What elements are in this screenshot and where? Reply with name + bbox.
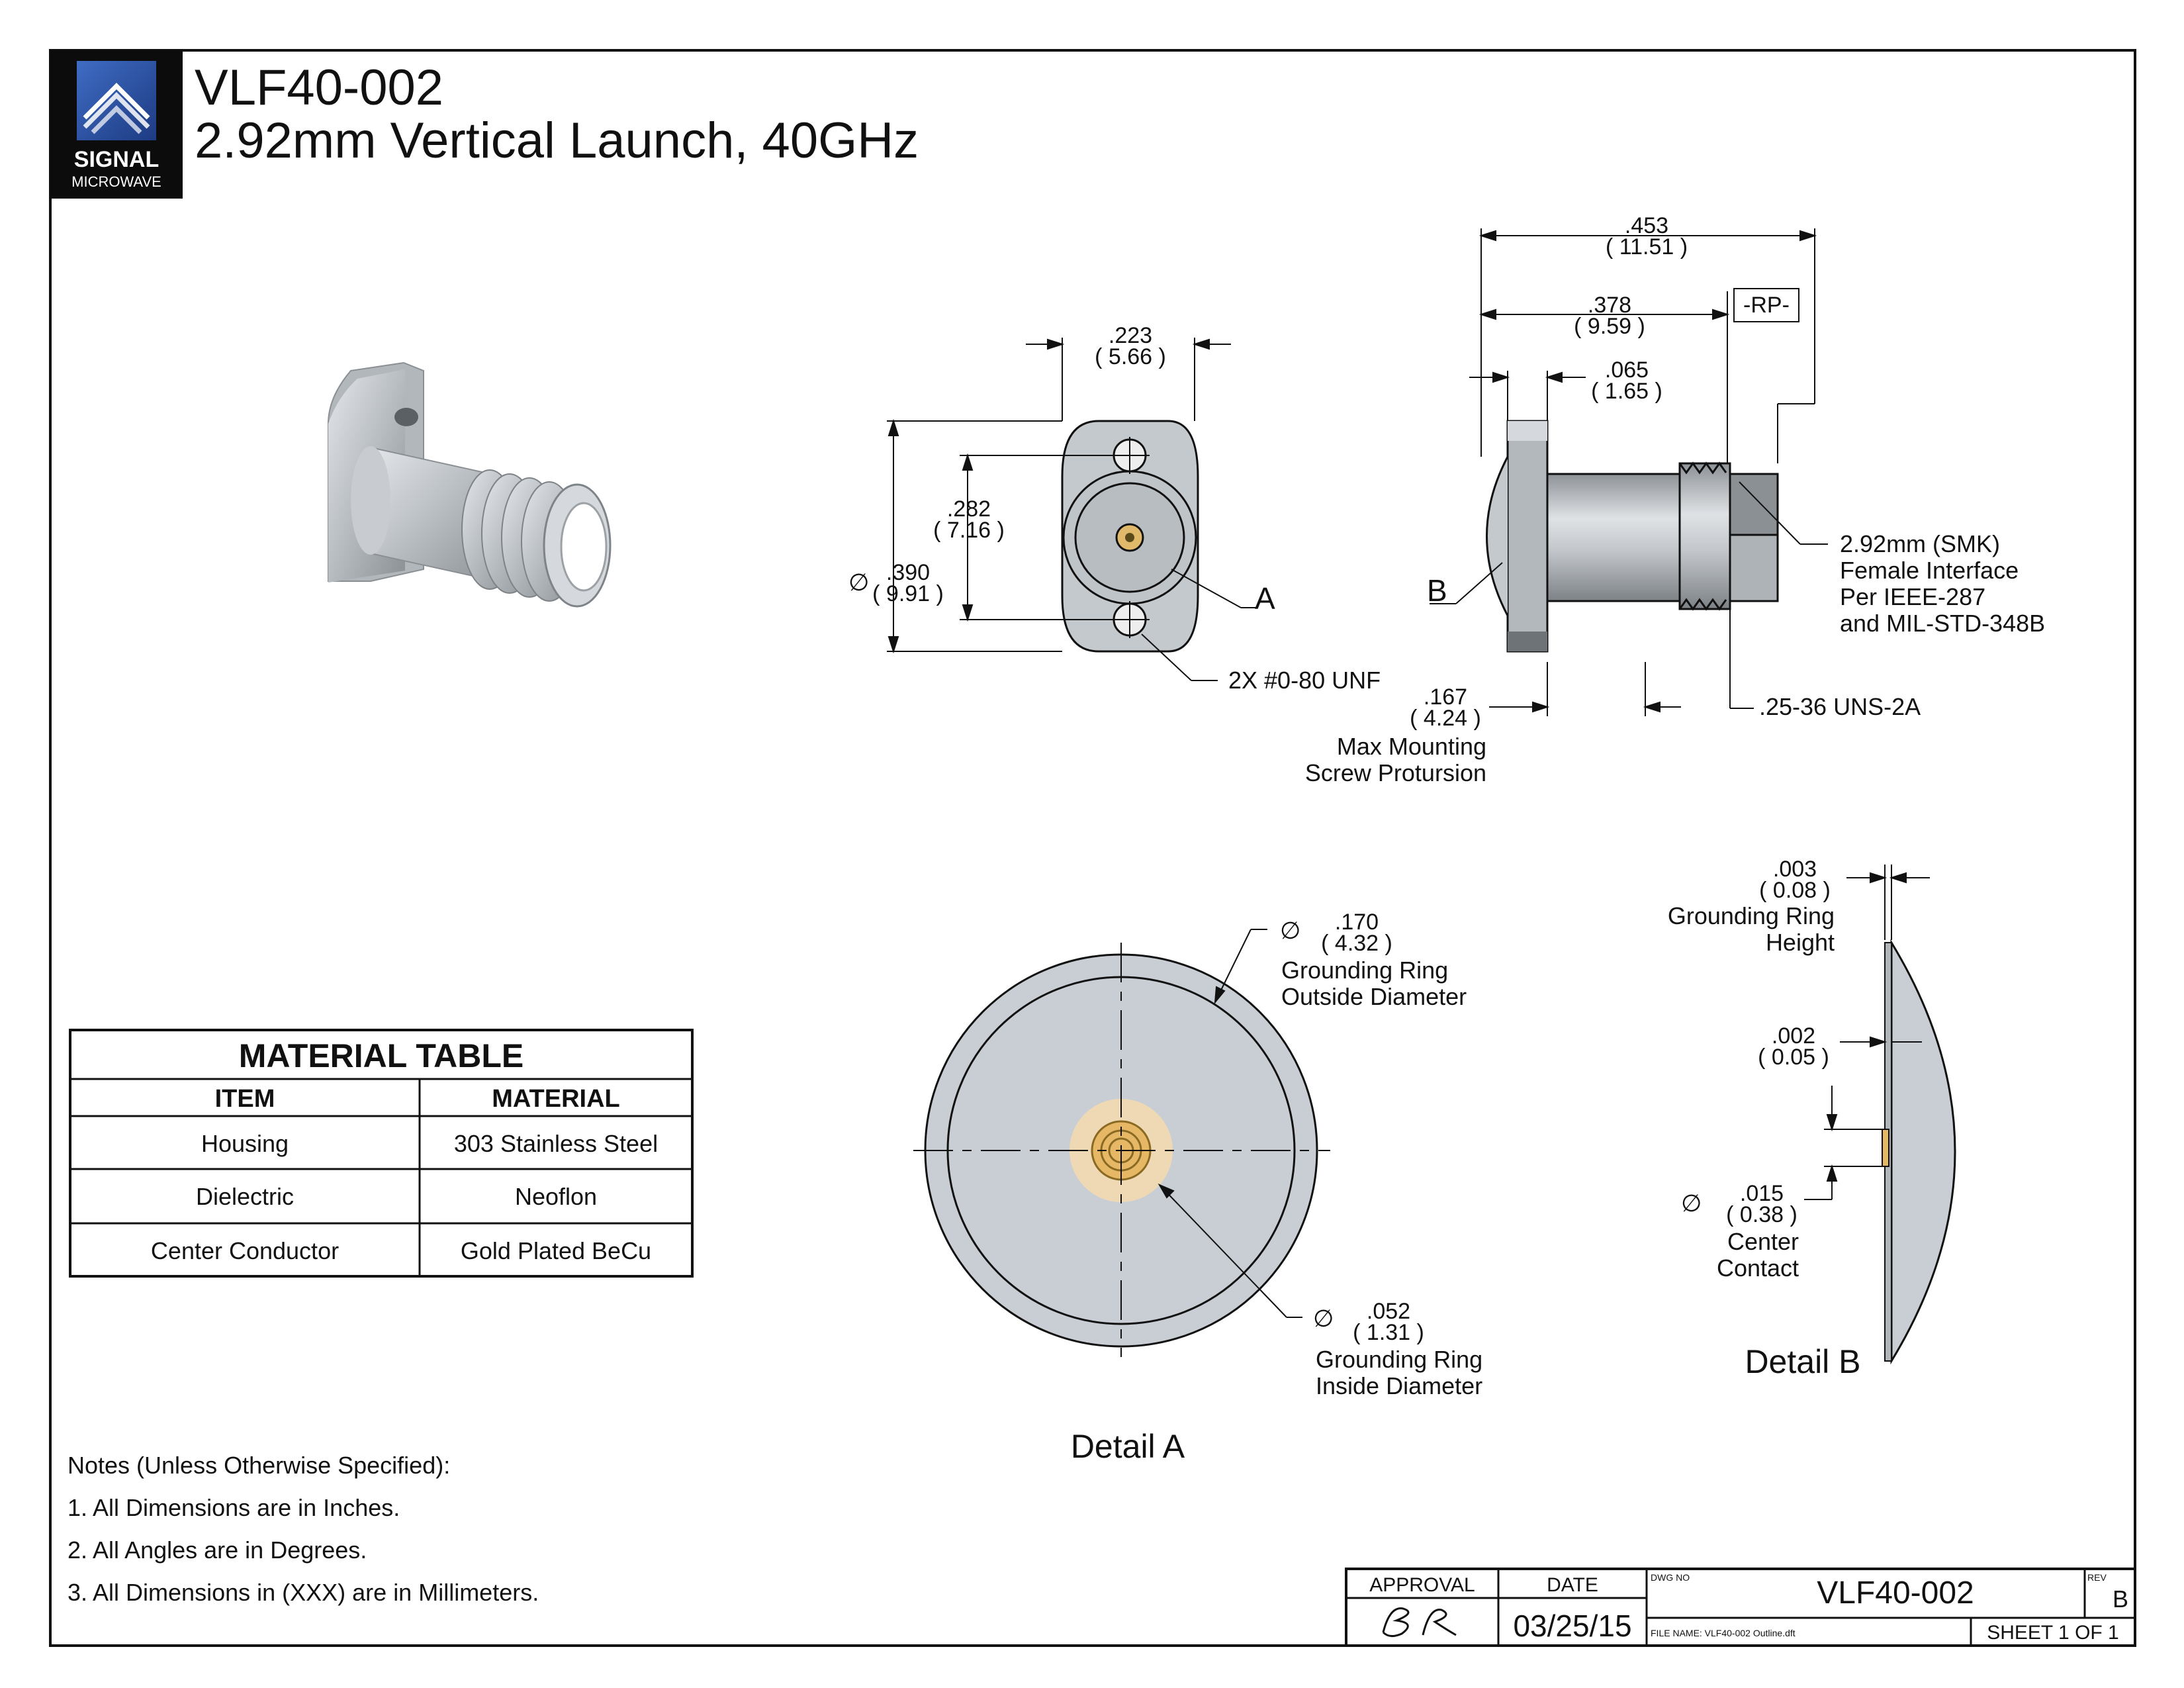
- detail-a-inner-label-1: Grounding Ring: [1316, 1346, 1482, 1373]
- file-name: FILE NAME: VLF40-002 Outline.dft: [1651, 1628, 1796, 1638]
- thread-note: .25-36 UNS-2A: [1759, 693, 1921, 720]
- detail-a-view: [913, 943, 1330, 1357]
- detail-a-outer-label-2: Outside Diameter: [1281, 983, 1467, 1010]
- front-width-mm: ( 5.66 ): [1095, 344, 1166, 369]
- datum-box: [1733, 288, 1799, 322]
- side-screw-in: .167: [1424, 684, 1467, 710]
- approval-label: APPROVAL: [1369, 1574, 1475, 1596]
- part-number-title: VLF40-002: [195, 60, 443, 116]
- datum-label: -RP-: [1743, 293, 1790, 318]
- detail-b-contact-label-2: Contact: [1717, 1254, 1799, 1282]
- dwg-no-value: VLF40-002: [1817, 1575, 1974, 1611]
- detail-a-outer-label-1: Grounding Ring: [1281, 957, 1448, 984]
- signal-microwave-logo: SIGNAL MICROWAVE: [50, 50, 183, 199]
- side-view: [1486, 420, 1779, 653]
- side-flange-mm: ( 1.65 ): [1591, 379, 1662, 404]
- diameter-symbol: ∅: [848, 569, 869, 596]
- interface-note-4: and MIL-STD-348B: [1840, 610, 2045, 637]
- detail-a-outer-symbol: ∅: [1280, 917, 1300, 944]
- side-ref-mm: ( 9.59 ): [1574, 314, 1645, 339]
- front-view: [1061, 420, 1199, 653]
- dwg-no-label: DWG NO: [1651, 1572, 1690, 1583]
- detail-b-contact-in: .015: [1740, 1181, 1784, 1206]
- detail-a-inner-symbol: ∅: [1313, 1305, 1334, 1332]
- logo-text-microwave: MICROWAVE: [71, 173, 161, 190]
- detail-b-ring-h-label-1: Grounding Ring: [1668, 902, 1835, 929]
- detail-b-dimensions: [1804, 865, 1930, 1200]
- side-ref-in: .378: [1588, 293, 1631, 318]
- detail-b-contact-label-1: Center: [1727, 1228, 1799, 1255]
- note-item: 3. All Dimensions in (XXX) are in Millim…: [68, 1579, 539, 1606]
- detail-b-step-in: .002: [1772, 1023, 1815, 1049]
- detail-a-leaders: [1158, 929, 1302, 1318]
- material-row-item: Dielectric: [196, 1183, 294, 1210]
- front-hole-spacing-mm: ( 7.16 ): [933, 518, 1005, 543]
- detail-b-view: [1882, 939, 1956, 1365]
- detail-b-ring-h-label-2: Height: [1766, 929, 1835, 956]
- hole-note: 2X #0-80 UNF: [1228, 667, 1381, 694]
- detail-a-title: Detail A: [1071, 1428, 1185, 1465]
- detail-b-ring-h-in: .003: [1773, 857, 1817, 882]
- detail-b-callout: B: [1427, 573, 1447, 608]
- isometric-connector-image: [328, 361, 612, 608]
- notes-heading: Notes (Unless Otherwise Specified):: [68, 1452, 450, 1479]
- sheet-border: [49, 49, 2136, 1647]
- material-table-title: MATERIAL TABLE: [239, 1037, 524, 1074]
- material-row-item: Housing: [201, 1130, 289, 1157]
- material-table: [69, 1029, 694, 1278]
- front-view-dimensions: [887, 338, 1257, 681]
- note-item: 1. All Dimensions are in Inches.: [68, 1494, 400, 1521]
- title-block: [1345, 1568, 2136, 1647]
- approval-signature: [1382, 1607, 1457, 1637]
- front-height-in: .390: [886, 560, 930, 585]
- interface-note-2: Female Interface: [1840, 557, 2019, 584]
- detail-a-inner-label-2: Inside Diameter: [1316, 1372, 1482, 1399]
- detail-b-step-mm: ( 0.05 ): [1758, 1045, 1829, 1070]
- screw-note-2: Screw Protursion: [1305, 759, 1486, 786]
- side-flange-in: .065: [1605, 357, 1649, 383]
- side-screw-mm: ( 4.24 ): [1410, 706, 1481, 731]
- material-row-item: Center Conductor: [151, 1237, 339, 1264]
- side-view-dimensions: [1430, 228, 1828, 716]
- material-row-material: Neoflon: [515, 1183, 597, 1210]
- date-label: DATE: [1547, 1574, 1598, 1596]
- note-item: 2. All Angles are in Degrees.: [68, 1536, 367, 1564]
- detail-a-inner-in: .052: [1367, 1299, 1410, 1324]
- material-col-item: ITEM: [215, 1085, 275, 1113]
- date-value: 03/25/15: [1513, 1609, 1631, 1643]
- rev-value: B: [2113, 1585, 2128, 1613]
- material-row-material: 303 Stainless Steel: [454, 1130, 658, 1157]
- detail-a-callout: A: [1255, 581, 1275, 616]
- material-col-material: MATERIAL: [492, 1085, 620, 1113]
- front-hole-spacing-in: .282: [947, 496, 991, 522]
- front-height-mm: ( 9.91 ): [872, 581, 944, 606]
- front-width-in: .223: [1109, 323, 1152, 348]
- detail-a-outer-mm: ( 4.32 ): [1321, 931, 1392, 956]
- screw-note-1: Max Mounting: [1337, 733, 1486, 760]
- detail-b-ring-h-mm: ( 0.08 ): [1759, 878, 1831, 903]
- logo-text-signal: SIGNAL: [74, 147, 159, 172]
- detail-b-contact-mm: ( 0.38 ): [1726, 1202, 1797, 1227]
- detail-b-contact-symbol: ∅: [1681, 1190, 1702, 1217]
- interface-note-1: 2.92mm (SMK): [1840, 530, 2000, 557]
- detail-a-inner-mm: ( 1.31 ): [1353, 1320, 1424, 1345]
- material-row-material: Gold Plated BeCu: [461, 1237, 651, 1264]
- detail-a-outer-in: .170: [1335, 910, 1379, 935]
- part-description: 2.92mm Vertical Launch, 40GHz: [195, 113, 919, 169]
- rev-label: REV: [2087, 1572, 2107, 1583]
- detail-b-title: Detail B: [1745, 1343, 1860, 1380]
- side-overall-mm: ( 11.51 ): [1606, 234, 1688, 259]
- side-overall-in: .453: [1625, 213, 1668, 238]
- sheet-number: SHEET 1 OF 1: [1987, 1622, 2119, 1644]
- interface-note-3: Per IEEE-287: [1840, 583, 1985, 610]
